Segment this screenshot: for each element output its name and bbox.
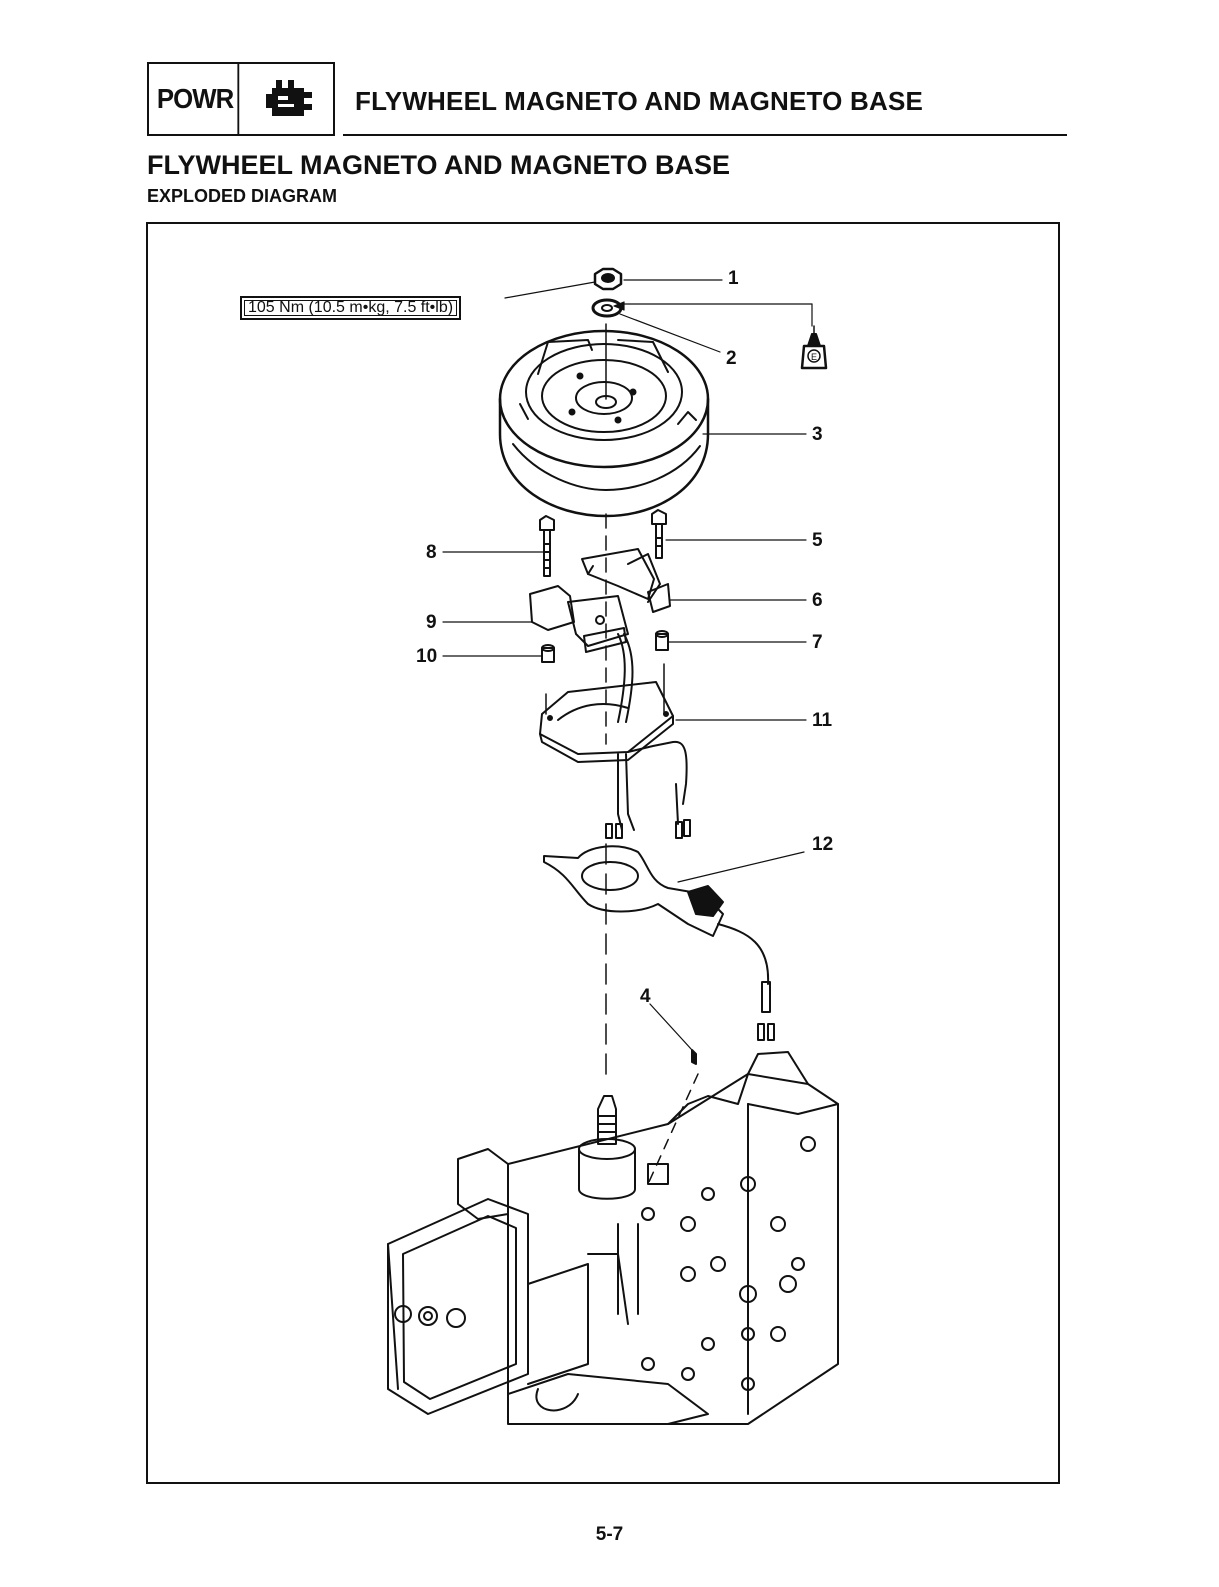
callout-4: 4 — [640, 986, 651, 1008]
collar-left — [542, 645, 554, 662]
section-subtitle: EXPLODED DIAGRAM — [147, 186, 337, 207]
section-tab: POWR — [147, 62, 335, 136]
center-axis-line — [546, 324, 698, 1184]
section-tab-label: POWR — [153, 64, 239, 134]
engine-oil-icon: E — [802, 326, 826, 368]
diagram-frame: E 105 Nm (10.5 m•kg, 7.5 ft•lb) 1 2 3 5 … — [146, 222, 1060, 1484]
flywheel-magneto — [500, 331, 708, 516]
bolt-left — [540, 516, 554, 576]
callout-8: 8 — [426, 542, 437, 564]
lubricant-letter: E — [811, 352, 817, 362]
bolt-right — [652, 510, 666, 558]
flywheel-nut — [595, 269, 621, 289]
page-number: 5-7 — [0, 1524, 1219, 1546]
section-title: FLYWHEEL MAGNETO AND MAGNETO BASE — [147, 150, 730, 181]
callout-1: 1 — [728, 268, 739, 290]
callout-2: 2 — [726, 348, 737, 370]
callout-5: 5 — [812, 530, 823, 552]
callout-3: 3 — [812, 424, 823, 446]
exploded-diagram: E — [148, 224, 1058, 1482]
callout-12: 12 — [812, 834, 833, 856]
header-rule — [343, 134, 1067, 136]
header-title: FLYWHEEL MAGNETO AND MAGNETO BASE — [355, 86, 923, 117]
callout-6: 6 — [812, 590, 823, 612]
magneto-base — [540, 682, 690, 838]
magneto-control-lever — [544, 846, 774, 1040]
woodruff-key — [692, 1050, 696, 1064]
collar-right — [656, 631, 668, 650]
engine-crankcase — [388, 1052, 838, 1424]
callout-7: 7 — [812, 632, 823, 654]
callout-11: 11 — [812, 710, 832, 732]
washer — [593, 300, 621, 316]
engine-block-icon — [243, 64, 333, 134]
callout-9: 9 — [426, 612, 437, 634]
callout-10: 10 — [416, 646, 437, 668]
leader-lines — [443, 280, 812, 1050]
page-header: POWR FLYWHEEL MAGNETO AND MAGNETO BASE — [147, 62, 1067, 138]
torque-spec: 105 Nm (10.5 m•kg, 7.5 ft•lb) — [240, 296, 461, 320]
